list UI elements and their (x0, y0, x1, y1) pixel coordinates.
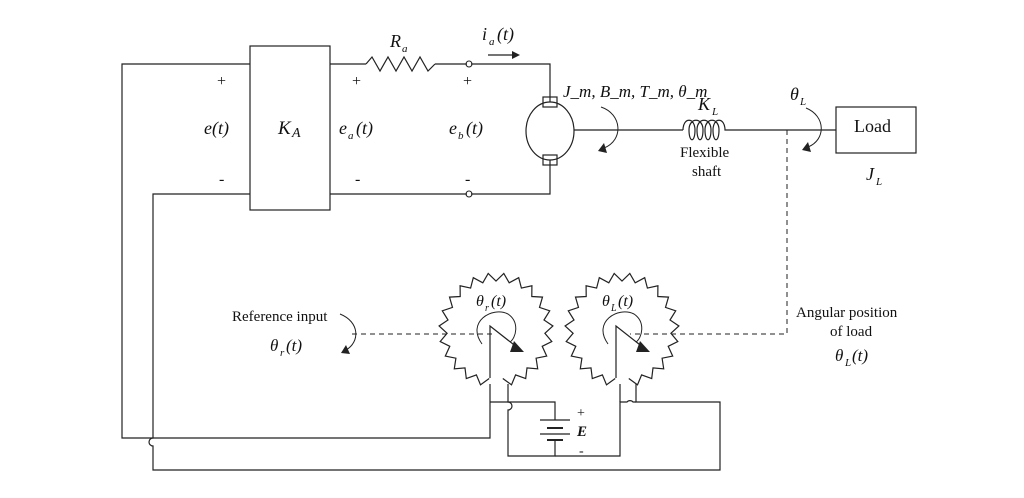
resistor-ra (365, 55, 436, 73)
potentiometer-gear-outline (438, 272, 554, 386)
terminal-bottom (465, 190, 473, 198)
ia-label: i a (t) (482, 24, 514, 48)
svg-text:K: K (697, 94, 711, 114)
potentiometer-gear-outline (564, 272, 680, 386)
of-load-label: of load (830, 324, 873, 340)
svg-text:L: L (844, 357, 851, 369)
motor-rotation-arrow-icon (598, 106, 619, 153)
flexible-shaft-spring-icon (682, 119, 733, 141)
svg-text:L: L (875, 176, 882, 188)
svg-text:(t): (t) (466, 118, 483, 139)
svg-text:(t): (t) (497, 24, 514, 45)
pot-left-theta-r-label: θ r (t) (476, 293, 506, 314)
eb-label: e b (t) (449, 118, 483, 142)
ra-label: R a (389, 31, 408, 55)
battery-plus-sign: + (577, 406, 585, 421)
kl-label: K L (697, 94, 718, 118)
theta-r-label: θ r (t) (270, 336, 302, 359)
svg-text:(t): (t) (356, 118, 373, 139)
theta-l-label: θ L (790, 84, 806, 108)
svg-text:e: e (449, 118, 457, 138)
svg-text:r: r (485, 303, 489, 314)
angular-position-label: Angular position (796, 305, 898, 321)
eb-plus-sign: + (463, 73, 472, 90)
load-rotation-arrow-icon (802, 107, 822, 152)
svg-text:(t): (t) (618, 293, 633, 310)
svg-text:r: r (280, 347, 285, 359)
svg-text:a: a (402, 43, 408, 55)
amplifier-block (249, 45, 331, 211)
terminal-top (465, 60, 473, 68)
reference-rotation-arrow-icon (339, 313, 357, 354)
svg-text:A: A (291, 126, 301, 141)
battery-e-label: E (576, 424, 587, 440)
theta-l-t-label: θ L (t) (835, 346, 868, 369)
svg-text:J: J (866, 164, 875, 184)
svg-text:(t): (t) (491, 293, 506, 310)
e-minus-sign: - (219, 171, 224, 188)
svg-text:L: L (799, 96, 806, 108)
svg-text:θ: θ (602, 293, 610, 310)
svg-text:a: a (348, 130, 354, 142)
flexible-label: Flexible (680, 145, 730, 161)
svg-text:θ: θ (270, 336, 278, 355)
svg-text:θ: θ (476, 293, 484, 310)
ea-label: e a (t) (339, 118, 373, 142)
motor-parameters-label: J_m, B_m, T_m, θ_m (563, 82, 707, 101)
jl-label: J L (866, 164, 882, 188)
svg-text:e: e (339, 118, 347, 138)
e-plus-sign: + (217, 73, 226, 90)
reference-input-label: Reference input (232, 309, 328, 325)
battery-minus-sign: - (579, 444, 584, 459)
svg-text:θ: θ (835, 346, 843, 365)
dc-motor-icon (525, 96, 575, 166)
svg-text:R: R (389, 31, 401, 51)
load-box (835, 106, 917, 154)
svg-text:(t): (t) (852, 346, 868, 365)
e-t-label: e(t) (204, 118, 229, 139)
battery-icon (540, 419, 570, 441)
load-potentiometer-icon (564, 272, 680, 392)
svg-text:L: L (610, 303, 617, 314)
svg-text:b: b (458, 130, 464, 142)
reference-potentiometer-icon (438, 272, 554, 392)
svg-text:(t): (t) (286, 336, 302, 355)
svg-text:L: L (711, 106, 718, 118)
ea-plus-sign: + (352, 73, 361, 90)
svg-text:i: i (482, 24, 487, 44)
svg-text:θ: θ (790, 84, 799, 104)
ka-label: K A (277, 118, 301, 141)
circuit-wires (121, 63, 836, 471)
eb-minus-sign: - (465, 171, 470, 188)
shaft-label: shaft (692, 164, 722, 180)
svg-text:a: a (489, 36, 495, 48)
load-label: Load (854, 116, 891, 136)
pot-right-theta-l-label: θ L (t) (602, 293, 633, 314)
angular-position-dashed-line (630, 130, 788, 335)
current-arrow-icon (488, 51, 520, 59)
ea-minus-sign: - (355, 171, 360, 188)
svg-text:K: K (277, 118, 292, 139)
